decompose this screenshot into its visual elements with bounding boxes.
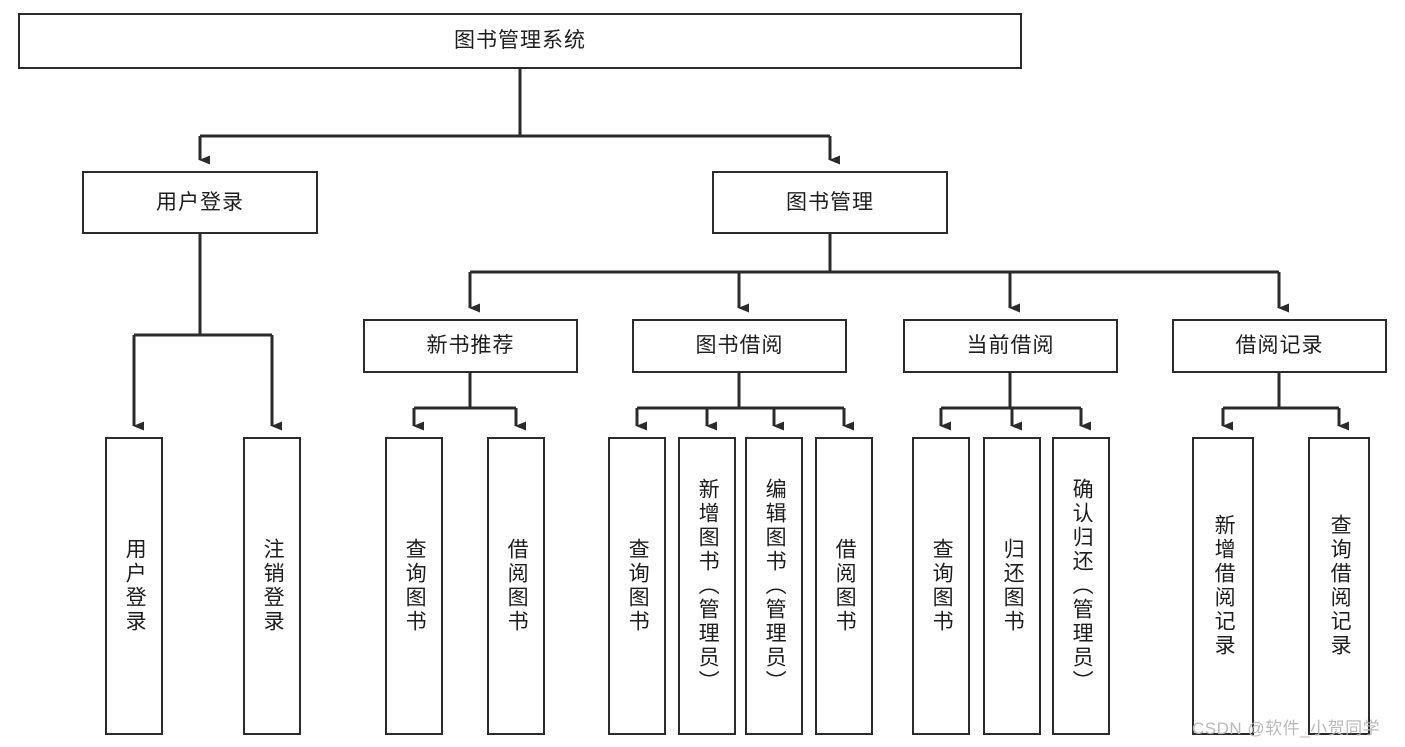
- node-leaf-borrow-query[interactable]: 查询图书: [608, 437, 666, 735]
- node-leaf-rec-search[interactable]: 查询借阅记录: [1308, 437, 1370, 735]
- node-leaf-borrow-lend-label: 借阅图书: [833, 538, 857, 634]
- node-leaf-borrow-lend[interactable]: 借阅图书: [815, 437, 873, 735]
- node-borrow-record[interactable]: 借阅记录: [1172, 319, 1387, 373]
- node-leaf-user-login[interactable]: 用户登录: [105, 437, 163, 735]
- node-leaf-borrow-add[interactable]: 新增图书（管理员）: [678, 437, 736, 735]
- node-leaf-rec-borrow-label: 借阅图书: [505, 538, 529, 634]
- node-book-manage-label: 图书管理: [786, 190, 874, 214]
- node-root-label: 图书管理系统: [454, 29, 586, 53]
- node-leaf-borrow-edit-label: 编辑图书（管理员）: [763, 478, 787, 694]
- node-new-book-rec[interactable]: 新书推荐: [363, 319, 578, 373]
- node-current-borrow-label: 当前借阅: [966, 334, 1055, 358]
- node-current-borrow[interactable]: 当前借阅: [903, 319, 1118, 373]
- node-leaf-borrow-add-label: 新增图书（管理员）: [696, 478, 720, 694]
- node-leaf-cur-query[interactable]: 查询图书: [912, 437, 970, 735]
- node-leaf-rec-borrow[interactable]: 借阅图书: [487, 437, 545, 735]
- node-leaf-rec-query-label: 查询图书: [403, 538, 427, 634]
- watermark-text: CSDN @软件_小贺同学: [1192, 719, 1381, 738]
- node-leaf-cur-confirm[interactable]: 确认归还（管理员）: [1052, 437, 1110, 735]
- node-leaf-borrow-edit[interactable]: 编辑图书（管理员）: [745, 437, 803, 735]
- node-new-book-rec-label: 新书推荐: [426, 334, 515, 358]
- node-leaf-rec-add-label: 新增借阅记录: [1212, 514, 1236, 658]
- node-leaf-user-logout-label: 注销登录: [261, 538, 285, 634]
- node-leaf-rec-query[interactable]: 查询图书: [385, 437, 443, 735]
- node-leaf-cur-query-label: 查询图书: [930, 538, 954, 634]
- node-root[interactable]: 图书管理系统: [18, 13, 1022, 69]
- node-leaf-rec-search-label: 查询借阅记录: [1328, 514, 1352, 658]
- node-leaf-user-login-label: 用户登录: [123, 538, 147, 634]
- node-book-borrow-label: 图书借阅: [695, 334, 784, 358]
- node-user-login-label: 用户登录: [156, 190, 244, 214]
- node-leaf-user-logout[interactable]: 注销登录: [243, 437, 301, 735]
- node-leaf-borrow-query-label: 查询图书: [626, 538, 650, 634]
- node-user-login[interactable]: 用户登录: [82, 171, 318, 234]
- node-borrow-record-label: 借阅记录: [1235, 334, 1324, 358]
- node-leaf-rec-add[interactable]: 新增借阅记录: [1192, 437, 1254, 735]
- node-book-borrow[interactable]: 图书借阅: [632, 319, 847, 373]
- node-leaf-cur-return[interactable]: 归还图书: [983, 437, 1041, 735]
- node-leaf-cur-return-label: 归还图书: [1001, 538, 1025, 634]
- node-leaf-cur-confirm-label: 确认归还（管理员）: [1070, 478, 1094, 694]
- node-book-manage[interactable]: 图书管理: [712, 171, 948, 234]
